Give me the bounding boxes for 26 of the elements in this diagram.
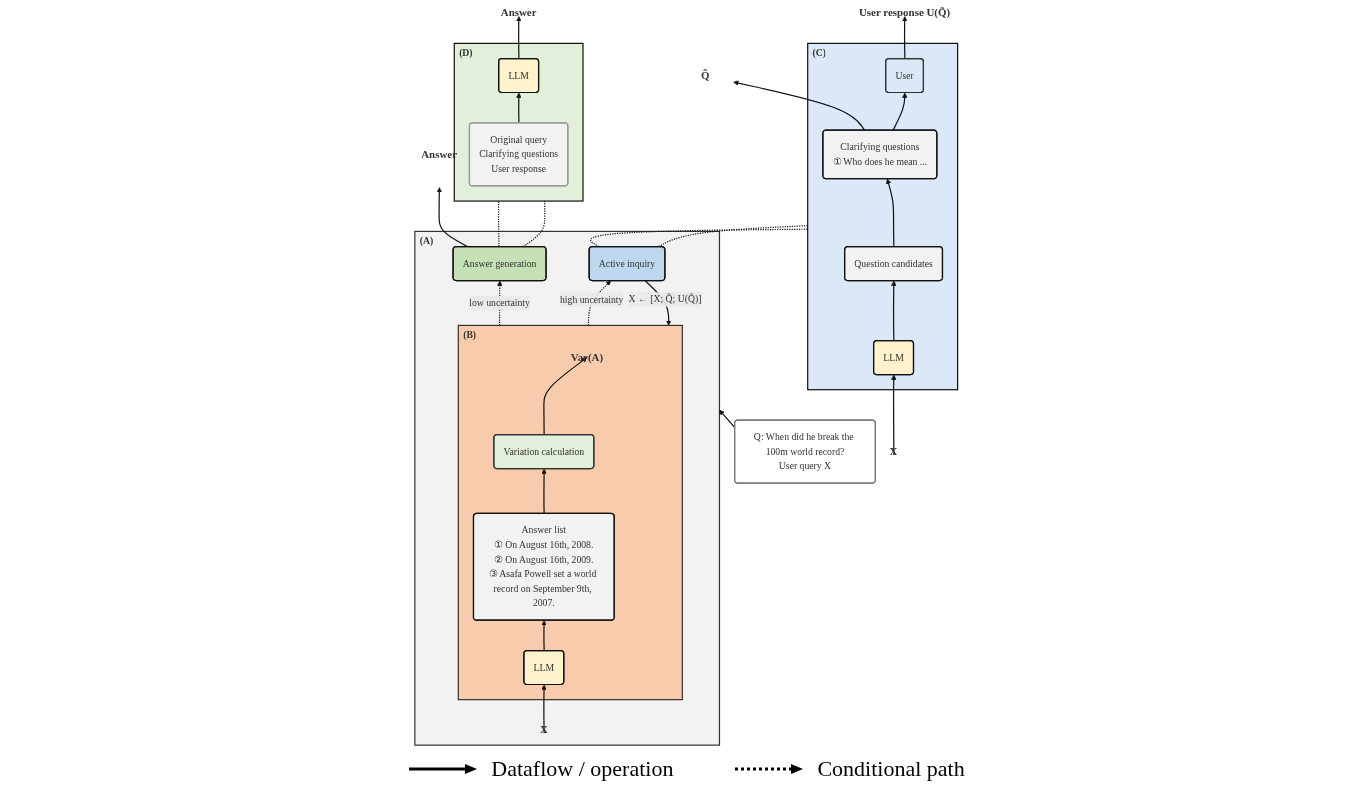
arrow [515, 92, 522, 124]
arrow [719, 409, 735, 429]
connector [589, 228, 809, 248]
arrow [587, 280, 611, 326]
node-text: Var(A) [570, 351, 603, 364]
connector [522, 200, 546, 248]
edge-label: high uncertainty [559, 294, 624, 305]
connector [497, 200, 500, 248]
arrow [885, 178, 895, 248]
legend-label: Conditional path [817, 756, 965, 782]
connector [657, 225, 809, 248]
edge-label: low uncertainty [468, 297, 530, 308]
arrow [733, 80, 865, 131]
node-text: Answer [500, 6, 537, 19]
node-text: Q̃ [700, 69, 710, 82]
legend-label: Dataflow / operation [491, 756, 674, 782]
node-text: User response U(Q̃) [858, 6, 950, 19]
arrow [541, 468, 547, 515]
arrow [541, 620, 547, 652]
arrow [496, 280, 503, 326]
arrow [890, 280, 897, 342]
arrow [515, 16, 522, 60]
edge-label: X ← [X; Q̃; U(Q̃)] [628, 294, 702, 305]
arrow [892, 92, 908, 131]
arrow [901, 16, 908, 60]
arrow [436, 187, 469, 248]
